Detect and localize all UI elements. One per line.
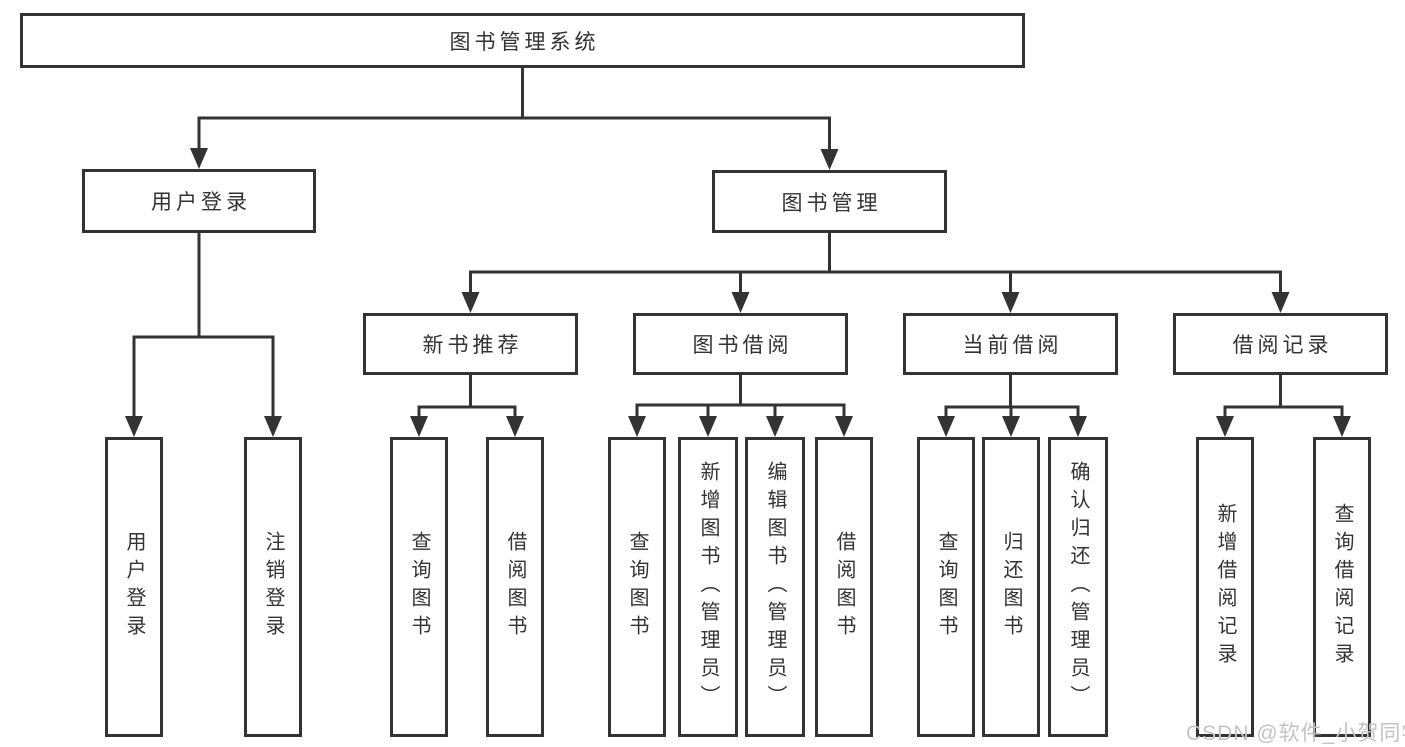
leaf-query-borrow-record: 查询借阅记录 [1313,437,1371,737]
leaf-return-book-label: 归还图书 [1000,531,1022,643]
edge-book-borrow-to-leaves [628,375,853,437]
leaf-query-books-current-label: 查询图书 [935,531,957,643]
edge-borrow-records-to-leaves [1216,375,1351,437]
node-borrow-records: 借阅记录 [1173,313,1388,375]
node-book-management-label: 图书管理 [781,191,882,215]
leaf-query-borrow-record-label: 查询借阅记录 [1331,503,1353,671]
leaf-query-books-borrow: 查询图书 [608,437,666,737]
leaf-logout-label: 注销登录 [262,531,284,643]
leaf-edit-book-admin: 编辑图书（管理员） [745,437,805,737]
edge-current-borrow-to-leaves [937,375,1087,437]
leaf-query-books-recommend: 查询图书 [390,437,448,737]
leaf-user-login: 用户登录 [105,437,163,737]
leaf-borrow-books-recommend: 借阅图书 [486,437,544,737]
leaf-add-book-admin-label: 新增图书（管理员） [697,461,719,713]
leaf-return-book: 归还图书 [982,437,1040,737]
leaf-edit-book-admin-label: 编辑图书（管理员） [764,461,786,713]
edge-root-to-level2 [190,66,839,170]
leaf-confirm-return-admin-label: 确认归还（管理员） [1067,461,1089,713]
node-borrow-records-label: 借阅记录 [1232,334,1333,357]
leaf-add-borrow-record-label: 新增借阅记录 [1214,503,1236,671]
node-book-borrow: 图书借阅 [633,313,848,375]
leaf-add-book-admin: 新增图书（管理员） [678,437,738,737]
leaf-confirm-return-admin: 确认归还（管理员） [1048,437,1108,737]
node-user-login-label: 用户登录 [151,191,251,214]
leaf-borrow-books-borrow-label: 借阅图书 [833,531,855,643]
node-root-label: 图书管理系统 [449,30,600,54]
csdn-watermark: CSDN @软件_小贺同学 [1186,722,1405,745]
leaf-borrow-books-recommend-label: 借阅图书 [504,531,526,643]
node-root-system: 图书管理系统 [20,13,1025,68]
edge-book-management-to-level3 [461,233,1290,313]
edge-user-login-to-leaves [125,233,282,437]
leaf-add-borrow-record: 新增借阅记录 [1196,437,1254,737]
node-new-book-recommend-label: 新书推荐 [422,334,523,357]
leaf-query-books-recommend-label: 查询图书 [408,531,430,643]
edge-new-book-recommend-to-leaves [410,375,524,437]
leaf-query-books-current: 查询图书 [917,437,975,737]
leaf-query-books-borrow-label: 查询图书 [626,531,648,643]
node-new-book-recommend: 新书推荐 [363,313,578,375]
leaf-borrow-books-borrow: 借阅图书 [815,437,873,737]
leaf-user-login-label: 用户登录 [123,531,145,643]
node-current-borrow: 当前借阅 [903,313,1118,375]
node-user-login-branch: 用户登录 [82,169,316,233]
node-book-borrow-label: 图书借阅 [692,334,793,357]
node-book-management-branch: 图书管理 [712,170,947,233]
leaf-logout: 注销登录 [244,437,302,737]
node-current-borrow-label: 当前借阅 [962,334,1063,357]
